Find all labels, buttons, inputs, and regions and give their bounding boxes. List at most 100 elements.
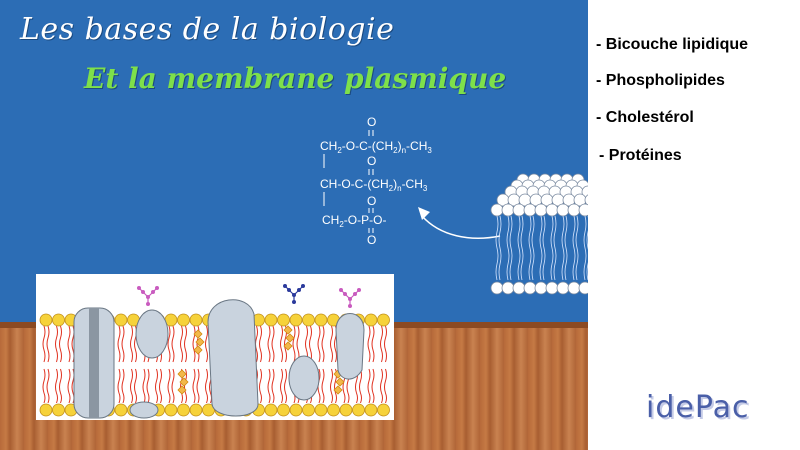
lipid-tail bbox=[550, 215, 554, 281]
peripheral-protein bbox=[135, 309, 169, 359]
lipid-head bbox=[177, 403, 190, 417]
topics-panel: - Bicouche lipidique - Phospholipides - … bbox=[588, 0, 800, 450]
lipid-head bbox=[512, 281, 526, 295]
lipid-tail bbox=[259, 368, 262, 404]
lipid-tail bbox=[155, 368, 158, 404]
formula-row1: CH2-O-C-(CH2)n-CH3 bbox=[320, 139, 432, 155]
lipid-tail bbox=[384, 325, 387, 363]
sugar-unit bbox=[343, 292, 347, 296]
lipid-tail bbox=[259, 325, 262, 363]
lipid-tail bbox=[46, 368, 50, 404]
lipid-head bbox=[314, 313, 328, 327]
lipid-tail bbox=[531, 215, 535, 281]
sugar-unit bbox=[353, 292, 357, 296]
lipid-head bbox=[177, 313, 190, 327]
lipid-tail bbox=[330, 325, 333, 363]
cholesterol bbox=[283, 325, 295, 351]
peripheral-protein bbox=[129, 401, 159, 419]
sugar-unit bbox=[301, 284, 305, 288]
lipid-tail bbox=[280, 368, 283, 404]
title-line1: Les bases de la biologie bbox=[20, 12, 395, 47]
lipid-tail bbox=[271, 368, 275, 404]
lipid-head bbox=[302, 313, 315, 327]
lipid-head bbox=[534, 281, 548, 295]
lipid-tail bbox=[371, 325, 375, 363]
lipid-tail bbox=[130, 325, 133, 363]
lipid-head bbox=[39, 403, 53, 417]
lipid-head bbox=[339, 403, 353, 417]
lipid-tail bbox=[572, 215, 576, 281]
lipid-head bbox=[52, 403, 65, 417]
phosphate-o-bottom: O bbox=[367, 233, 376, 247]
sugar-unit bbox=[339, 288, 343, 292]
lipid-head bbox=[545, 203, 559, 217]
title-line2: Et la membrane plasmique bbox=[84, 62, 507, 95]
lipid-tail bbox=[121, 368, 125, 404]
glycan-chain bbox=[340, 289, 360, 306]
lipid-head bbox=[289, 403, 303, 417]
lipid-head bbox=[567, 203, 581, 217]
sugar-unit bbox=[357, 288, 361, 292]
lipid-tail bbox=[205, 325, 208, 363]
topic-bilayer: - Bicouche lipidique bbox=[596, 36, 749, 53]
lipid-tail bbox=[184, 325, 187, 363]
sugar-unit bbox=[292, 300, 296, 304]
lipid-tail bbox=[142, 368, 146, 404]
membrane-diagram bbox=[36, 274, 394, 420]
lipid-tail bbox=[159, 368, 162, 404]
arrow-icon bbox=[418, 207, 501, 239]
lipid-tail bbox=[575, 215, 579, 281]
lipid-head bbox=[512, 203, 526, 217]
lipid-tail bbox=[528, 215, 532, 281]
sugar-unit bbox=[137, 286, 141, 290]
lipid-head bbox=[377, 313, 390, 327]
lipid-tail bbox=[359, 368, 362, 404]
lipid-tail bbox=[321, 325, 325, 363]
lipid-tail bbox=[292, 325, 296, 363]
integral-protein bbox=[335, 313, 365, 380]
lipid-head bbox=[545, 281, 559, 295]
lipid-tail bbox=[192, 368, 196, 404]
lipid-tail bbox=[59, 368, 62, 404]
sugar-unit bbox=[155, 286, 159, 290]
lipid-tail bbox=[267, 368, 271, 404]
lipid-head bbox=[501, 281, 515, 295]
topic-phospholipids: - Phospholipides bbox=[596, 72, 725, 89]
lipid-head bbox=[52, 313, 65, 327]
lipid-tail bbox=[309, 325, 312, 363]
lipid-tail bbox=[117, 368, 121, 404]
lipid-tail bbox=[42, 325, 46, 363]
lipid-tail bbox=[205, 368, 208, 404]
lipid-tail bbox=[317, 325, 321, 363]
sugar-unit bbox=[348, 304, 352, 308]
lipid-tail bbox=[564, 215, 568, 281]
sugar-unit bbox=[297, 288, 301, 292]
lipid-tail bbox=[296, 325, 300, 363]
lipid-tail bbox=[280, 325, 283, 363]
topic-proteins: - Protéines bbox=[599, 147, 682, 164]
lipid-head bbox=[523, 281, 537, 295]
lipid-head bbox=[264, 313, 278, 327]
lipid-head bbox=[164, 403, 178, 417]
lipid-head bbox=[264, 403, 278, 417]
lipid-tail bbox=[180, 325, 183, 363]
lipid-tail bbox=[117, 325, 121, 363]
lipid-head bbox=[377, 403, 390, 417]
lipid-tail bbox=[506, 215, 510, 281]
lipid-bilayer-block bbox=[490, 173, 588, 295]
lipid-tail bbox=[55, 325, 58, 363]
lipid-head bbox=[277, 313, 290, 327]
lipid-tail bbox=[367, 368, 371, 404]
sugar-unit bbox=[146, 295, 150, 299]
lipid-head bbox=[302, 403, 315, 417]
lipid-tail bbox=[542, 215, 546, 281]
lipid-head bbox=[501, 203, 515, 217]
lipid-head bbox=[277, 403, 290, 417]
lipid-tail bbox=[380, 368, 383, 404]
lipid-tail bbox=[67, 325, 71, 363]
phospholipid-formula: O CH2-O-C-(CH2)n-CH3 O CH-O-C-(CH2)n-CH3… bbox=[320, 115, 432, 247]
sugar-unit bbox=[292, 293, 296, 297]
channel-pore bbox=[89, 308, 99, 418]
sugar-unit bbox=[141, 290, 145, 294]
lipid-tail bbox=[146, 368, 150, 404]
